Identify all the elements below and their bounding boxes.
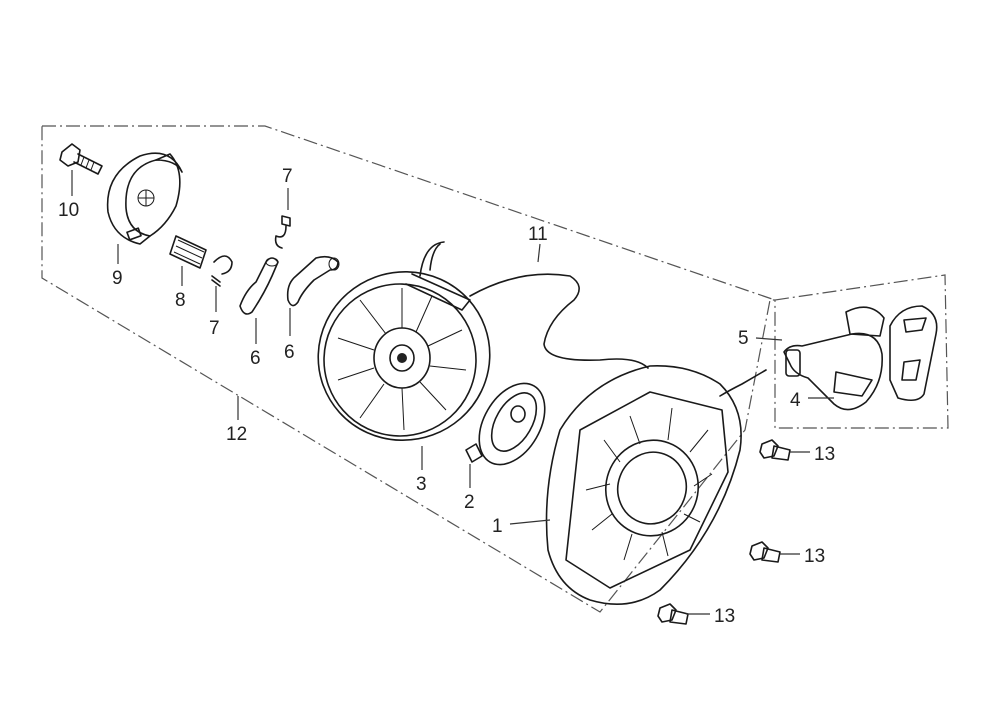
callout-13-bottom: 13 bbox=[714, 606, 735, 627]
rope-11 bbox=[419, 241, 649, 369]
bolt-10 bbox=[59, 143, 103, 175]
pawl-plate-9 bbox=[106, 152, 183, 245]
callout-4: 4 bbox=[790, 390, 801, 411]
reel-3 bbox=[317, 270, 491, 442]
spring-7-upper bbox=[274, 215, 291, 249]
callout-7-lower: 7 bbox=[209, 318, 220, 339]
guide-6-left bbox=[239, 257, 279, 315]
starter-case-1 bbox=[545, 365, 767, 606]
bolt-13-mid bbox=[749, 541, 781, 563]
assembly-5-outline bbox=[774, 274, 949, 429]
callout-7-upper: 7 bbox=[282, 166, 293, 187]
callout-8: 8 bbox=[175, 290, 186, 311]
callout-13-mid: 13 bbox=[804, 546, 825, 567]
assembly-12-outline bbox=[41, 125, 776, 613]
bolt-13-bottom bbox=[657, 603, 689, 625]
callout-labels: 10 9 8 7 7 6 6 11 12 3 2 1 5 4 13 13 13 bbox=[58, 166, 835, 627]
callout-2: 2 bbox=[464, 492, 475, 513]
callout-3: 3 bbox=[416, 474, 427, 495]
callout-6-left: 6 bbox=[250, 348, 261, 369]
callout-1: 1 bbox=[492, 516, 503, 537]
leader-lines bbox=[71, 170, 834, 615]
callout-9: 9 bbox=[112, 268, 123, 289]
bolt-13-top bbox=[759, 439, 791, 461]
spring-8 bbox=[169, 235, 207, 269]
callout-6-right: 6 bbox=[284, 342, 295, 363]
callout-11: 11 bbox=[528, 224, 548, 245]
spiral-spring-2 bbox=[465, 382, 546, 466]
callout-10: 10 bbox=[58, 200, 79, 221]
spring-7-lower bbox=[211, 255, 233, 287]
callout-13-top: 13 bbox=[814, 444, 835, 465]
guide-6-right bbox=[286, 255, 340, 307]
callout-5: 5 bbox=[738, 328, 749, 349]
handle-cover-5 bbox=[889, 305, 938, 402]
callout-12: 12 bbox=[226, 424, 247, 445]
handle-4 bbox=[783, 306, 885, 411]
